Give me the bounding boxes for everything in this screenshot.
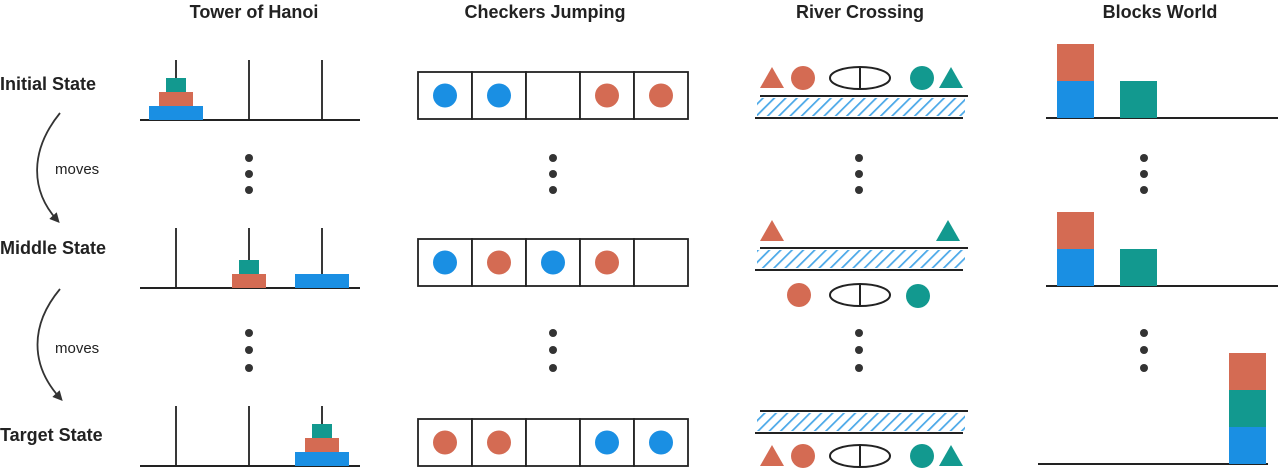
checker-piece-blue — [433, 83, 457, 108]
row-label-middle: Middle State — [0, 238, 107, 258]
red-circle-icon-r2 — [787, 283, 811, 307]
block-red — [1057, 44, 1094, 81]
ellipsis-dot-hanoi-1-3 — [245, 186, 253, 194]
block-teal — [1120, 249, 1157, 286]
checkers-cell-1-3 — [525, 71, 581, 120]
ellipsis-dot-hanoi-2-3 — [245, 364, 253, 372]
red-triangle-icon-r1 — [760, 67, 784, 88]
ellipsis-dot-blocks-2-1 — [1140, 329, 1148, 337]
checker-piece-red — [433, 430, 457, 455]
checker-piece-blue — [541, 250, 565, 275]
checker-piece-red — [487, 250, 511, 275]
ellipsis-dot-river-2-3 — [855, 364, 863, 372]
block-blue — [1057, 249, 1094, 286]
column-title-blocks: Blocks World — [1102, 2, 1218, 22]
ellipsis-dot-blocks-1-3 — [1140, 186, 1148, 194]
block-blue — [1057, 81, 1094, 118]
hanoi-disc-teal — [312, 424, 332, 438]
block-red — [1229, 353, 1266, 390]
hanoi-disc-teal — [239, 260, 259, 274]
ellipsis-dot-checkers-1-2 — [549, 170, 557, 178]
hanoi-disc-red — [159, 92, 193, 106]
block-teal — [1120, 81, 1157, 118]
checker-piece-red — [595, 83, 619, 108]
teal-circle-icon-r3 — [910, 444, 934, 468]
row-label-target: Target State — [0, 425, 103, 445]
checker-piece-blue — [649, 430, 673, 455]
ellipsis-dot-hanoi-1-1 — [245, 154, 253, 162]
red-circle-icon-r3 — [791, 444, 815, 468]
checker-piece-blue — [487, 83, 511, 108]
ellipsis-dot-hanoi-2-1 — [245, 329, 253, 337]
ellipsis-dot-blocks-2-2 — [1140, 346, 1148, 354]
red-triangle-icon-r2 — [760, 220, 784, 241]
checker-piece-blue — [433, 250, 457, 275]
column-title-hanoi: Tower of Hanoi — [189, 2, 319, 22]
ellipsis-dot-checkers-2-3 — [549, 364, 557, 372]
ellipsis-dot-checkers-1-1 — [549, 154, 557, 162]
red-triangle-icon-r3 — [760, 445, 784, 466]
block-blue — [1229, 427, 1266, 464]
teal-triangle-icon-r3 — [939, 445, 963, 466]
teal-circle-icon-r1 — [910, 66, 934, 90]
checker-piece-red — [649, 83, 673, 108]
ellipsis-dot-hanoi-1-2 — [245, 170, 253, 178]
checker-piece-red — [487, 430, 511, 455]
ellipsis-dot-blocks-2-3 — [1140, 364, 1148, 372]
transition-arrow-1 — [36, 112, 61, 223]
moves-label-1: moves — [55, 161, 100, 178]
hanoi-disc-blue — [149, 106, 203, 120]
column-title-checkers: Checkers Jumping — [464, 2, 626, 22]
ellipsis-dot-checkers-2-2 — [549, 346, 557, 354]
hanoi-disc-red — [232, 274, 266, 288]
checkers-cell-2-5 — [633, 238, 689, 287]
checkers-cell-1-5 — [633, 71, 689, 120]
river-water-2 — [757, 250, 965, 268]
checkers-cell-3-2 — [471, 418, 527, 467]
block-red — [1057, 212, 1094, 249]
column-title-river: River Crossing — [795, 2, 925, 22]
hanoi-disc-blue — [295, 452, 349, 466]
ellipsis-dot-river-1-3 — [855, 186, 863, 194]
river-water-3 — [757, 413, 965, 431]
teal-circle-icon-r2 — [906, 284, 930, 308]
ellipsis-dot-checkers-2-1 — [549, 329, 557, 337]
ellipsis-dot-checkers-1-3 — [549, 186, 557, 194]
hanoi-disc-red — [305, 438, 339, 452]
teal-triangle-icon-r2 — [936, 220, 960, 241]
red-circle-icon-r1 — [791, 66, 815, 90]
row-label-initial: Initial State — [0, 74, 97, 94]
hanoi-disc-teal — [166, 78, 186, 92]
moves-label-2: moves — [55, 340, 100, 357]
ellipsis-dot-hanoi-2-2 — [245, 346, 253, 354]
river-water-1 — [757, 98, 965, 116]
hanoi-disc-blue — [295, 274, 349, 288]
ellipsis-dot-river-2-2 — [855, 346, 863, 354]
ellipsis-dot-river-1-2 — [855, 170, 863, 178]
transition-arrow-2 — [36, 288, 63, 401]
checker-piece-red — [595, 250, 619, 275]
ellipsis-dot-blocks-1-1 — [1140, 154, 1148, 162]
ellipsis-dot-blocks-1-2 — [1140, 170, 1148, 178]
ellipsis-dot-river-2-1 — [855, 329, 863, 337]
ellipsis-dot-river-1-1 — [855, 154, 863, 162]
checker-piece-blue — [595, 430, 619, 455]
teal-triangle-icon-r1 — [939, 67, 963, 88]
block-teal — [1229, 390, 1266, 427]
checkers-cell-3-3 — [525, 418, 581, 467]
